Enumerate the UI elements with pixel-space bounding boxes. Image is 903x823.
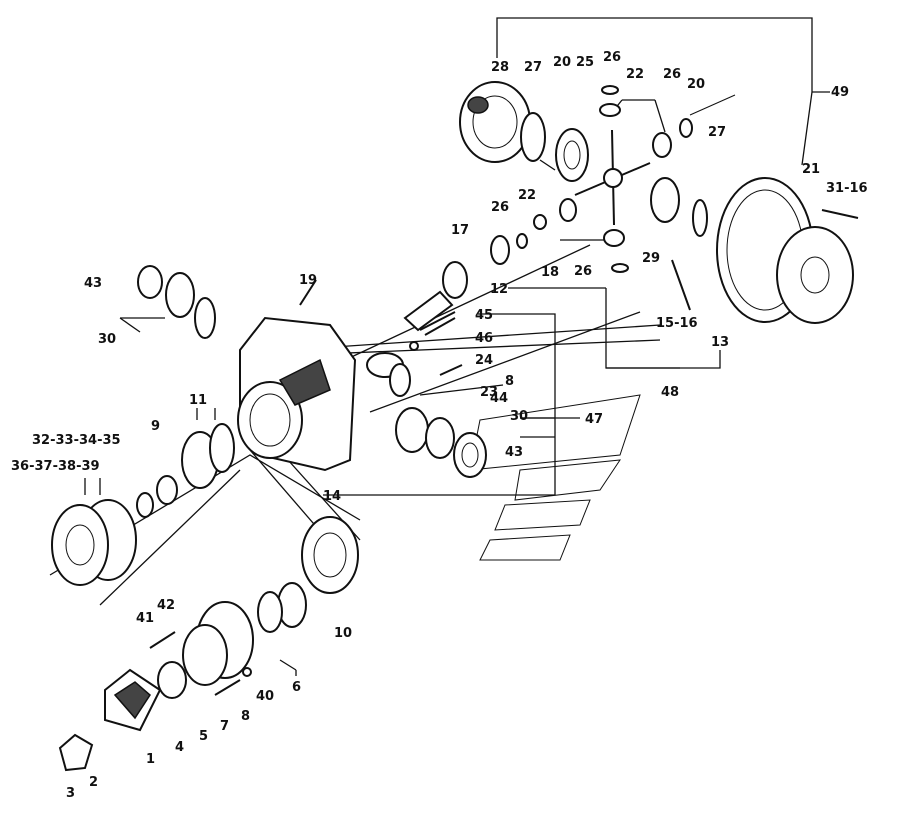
differential-case-half: [459, 81, 589, 182]
label-44: 44: [490, 391, 508, 406]
label-15-16: 15-16: [656, 316, 698, 331]
label-26: 26: [574, 264, 592, 279]
label-8: 8: [505, 374, 514, 389]
label-7: 7: [220, 719, 229, 734]
label-20: 20: [687, 77, 705, 92]
label-1: 1: [146, 752, 155, 767]
label-30: 30: [510, 409, 528, 424]
label-8: 8: [241, 709, 250, 724]
label-45: 45: [475, 308, 493, 323]
label-31-16: 31-16: [826, 181, 868, 196]
label-22: 22: [518, 188, 536, 203]
label-49: 49: [831, 85, 849, 100]
label-9: 9: [151, 419, 160, 434]
label-12: 12: [490, 282, 508, 297]
axle-housing: [237, 316, 487, 478]
label-27: 27: [708, 125, 726, 140]
label-18: 18: [541, 265, 559, 280]
label-30: 30: [98, 332, 116, 347]
label-4: 4: [175, 740, 184, 755]
label-46: 46: [475, 331, 493, 346]
label-47: 47: [585, 412, 603, 427]
part-labels: 28 27 20 25 26 22 26 20 49 27 21 31-16 2…: [11, 50, 868, 801]
label-24: 24: [475, 353, 493, 368]
label-43: 43: [505, 445, 523, 460]
label-36-37-38-39: 36-37-38-39: [11, 459, 100, 474]
label-11: 11: [189, 393, 207, 408]
label-20: 20: [553, 55, 571, 70]
drive-pinion: [299, 233, 528, 332]
label-40: 40: [256, 689, 274, 704]
label-19: 19: [299, 273, 317, 288]
label-48: 48: [661, 385, 679, 400]
label-5: 5: [199, 729, 208, 744]
label-23: 23: [480, 385, 498, 400]
spider-cross: [533, 85, 736, 273]
label-26: 26: [491, 200, 509, 215]
ring-gear: [671, 177, 859, 324]
label-22: 22: [626, 67, 644, 82]
label-25: 25: [576, 55, 594, 70]
label-26: 26: [603, 50, 621, 65]
label-14: 14: [323, 489, 341, 504]
label-29: 29: [642, 251, 660, 266]
label-41: 41: [136, 611, 154, 626]
label-26: 26: [663, 67, 681, 82]
label-42: 42: [157, 598, 175, 613]
label-13: 13: [711, 335, 729, 350]
label-43: 43: [84, 276, 102, 291]
label-2: 2: [89, 775, 98, 790]
label-28: 28: [491, 60, 509, 75]
left-bearings: [51, 265, 235, 586]
label-10: 10: [334, 626, 352, 641]
label-6: 6: [292, 680, 301, 695]
label-3: 3: [66, 786, 75, 801]
label-32-33-34-35: 32-33-34-35: [32, 433, 121, 448]
label-17: 17: [451, 223, 469, 238]
label-27: 27: [524, 60, 542, 75]
pinion-carrier: [58, 516, 359, 772]
label-21: 21: [802, 162, 820, 177]
